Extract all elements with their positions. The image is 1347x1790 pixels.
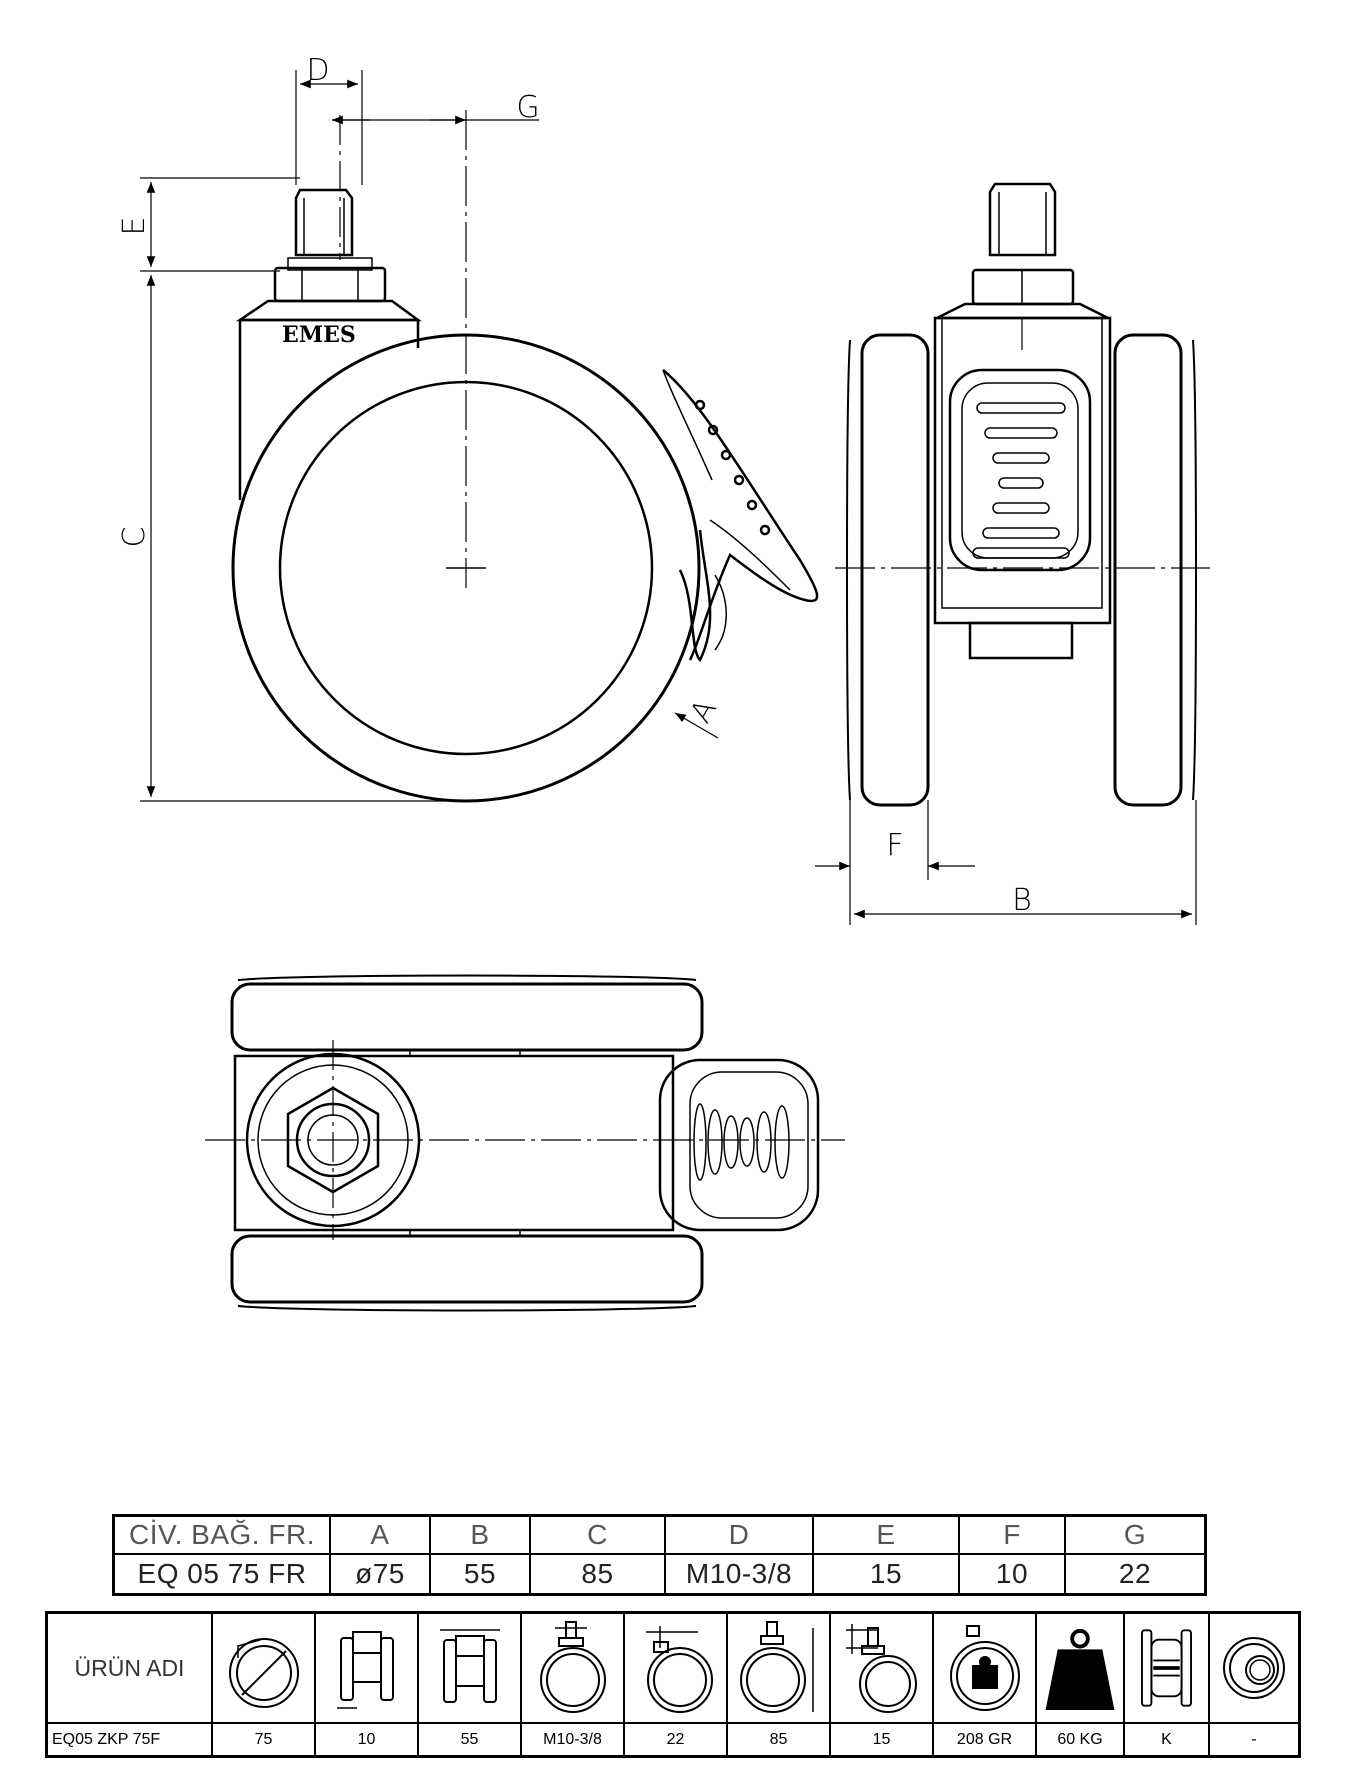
dim-label-g: G (516, 90, 539, 125)
table-value-cell: 10 (960, 1555, 1066, 1593)
product-name: EQ05 ZKP 75F (48, 1724, 213, 1755)
icon-cell (419, 1614, 522, 1724)
brand-logo: EMES (282, 322, 356, 348)
icon-cell (522, 1614, 625, 1724)
spec-value: M10-3/8 (522, 1724, 625, 1755)
table-header-cell: E (814, 1517, 960, 1555)
table-value-cell: EQ 05 75 FR (115, 1555, 331, 1593)
spec-value: K (1125, 1724, 1210, 1755)
spec-value: 208 GR (934, 1724, 1037, 1755)
table-header-cell: D (666, 1517, 814, 1555)
top-view (205, 974, 845, 1312)
front-view (835, 182, 1210, 807)
icon-cell (728, 1614, 831, 1724)
table-header-cell: G (1066, 1517, 1204, 1555)
stem-length-icon (845, 1624, 917, 1713)
weight-icon (949, 1625, 1020, 1711)
icon-cell (1125, 1614, 1210, 1724)
spec-value: 10 (316, 1724, 419, 1755)
wheel-diameter-icon (228, 1638, 299, 1708)
dim-label-f: F (886, 828, 903, 863)
icon-cell (934, 1614, 1037, 1724)
icon-cell (831, 1614, 934, 1724)
product-table: ÜRÜN ADI (45, 1611, 1301, 1758)
front-view-dimensions (815, 800, 1197, 925)
table-value-cell: 15 (814, 1555, 960, 1593)
icon-cell (625, 1614, 728, 1724)
icon-cell (316, 1614, 419, 1724)
side-view-dimensions (140, 70, 719, 802)
dimension-table: CİV. BAĞ. FR. A B C D E F G EQ 05 75 FR … (112, 1514, 1207, 1596)
table-header-cell: CİV. BAĞ. FR. (115, 1517, 331, 1555)
icon-cell (1210, 1614, 1298, 1724)
technical-drawing: EMES D G E C A (117, 53, 1210, 1312)
dim-label-c: C (117, 527, 152, 548)
table-header-cell: F (960, 1517, 1066, 1555)
overall-width-icon (439, 1629, 500, 1703)
spec-value: 15 (831, 1724, 934, 1755)
icon-cell (1037, 1614, 1125, 1724)
dim-label-d: D (306, 53, 329, 88)
table-value-cell: 22 (1118, 1558, 1152, 1589)
table-header-cell: C (531, 1517, 666, 1555)
spec-value: 55 (419, 1724, 522, 1755)
icon-cell (213, 1614, 316, 1724)
dim-label-e: E (117, 217, 152, 236)
spec-value: 85 (728, 1724, 831, 1755)
table-header-cell: B (431, 1517, 531, 1555)
side-view (231, 110, 819, 803)
offset-icon (645, 1626, 713, 1713)
dim-label-a: A (683, 694, 724, 729)
table-value-cell: ø75 (331, 1555, 431, 1593)
table-header-cell: A (331, 1517, 431, 1555)
wheel-width-icon (336, 1631, 394, 1709)
tread-icon (1223, 1637, 1285, 1699)
spec-value: 60 KG (1037, 1724, 1125, 1755)
spec-value: 75 (213, 1724, 316, 1755)
stem-thread-icon (539, 1621, 606, 1713)
brake-type-icon (1141, 1629, 1192, 1707)
table-value-cell: 85 (531, 1555, 666, 1593)
table-value-cell: 55 (431, 1555, 531, 1593)
spec-value: - (1251, 1730, 1257, 1748)
dim-label-b: B (1012, 883, 1032, 918)
load-capacity-icon (1045, 1628, 1115, 1711)
product-name-header: ÜRÜN ADI (48, 1614, 213, 1724)
spec-value: 22 (625, 1724, 728, 1755)
table-value-cell: M10-3/8 (666, 1555, 814, 1593)
total-height-icon (739, 1621, 814, 1713)
